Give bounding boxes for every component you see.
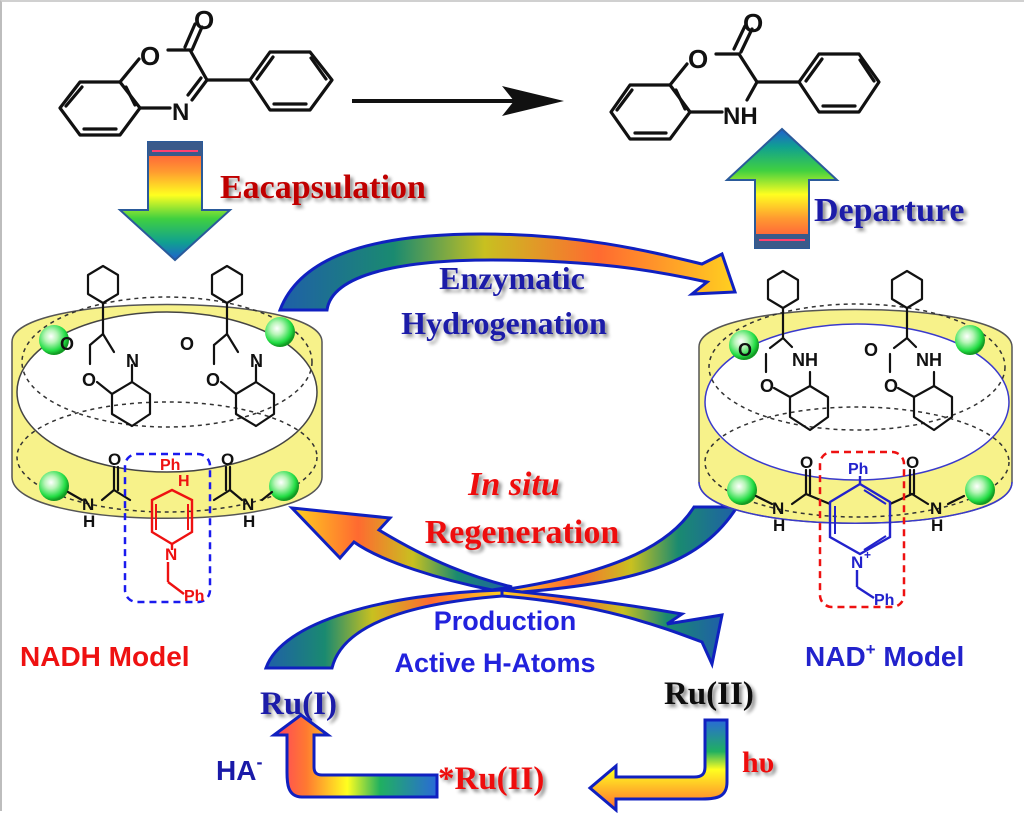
ru2-label: Ru(II) (664, 676, 754, 712)
nad-cage-guests: O O NH O O NH (738, 269, 954, 432)
encapsulation-label: Eacapsulation (220, 169, 426, 206)
encapsulation-arrow (117, 141, 233, 262)
insitu-label-line1: In situ (467, 466, 560, 503)
nad-model-suffix: Model (876, 641, 965, 672)
ru-oxidation-hook-arrow (269, 713, 439, 799)
atom-label: Ph (184, 588, 204, 605)
green-bead (269, 471, 299, 501)
atom-label: O (221, 450, 234, 469)
atom-label: O (743, 8, 763, 38)
nad-cofactor: O O N H N H Ph N + Ph (754, 450, 966, 609)
green-bead (965, 475, 995, 505)
atom-label: H (931, 516, 943, 535)
green-bead (265, 317, 295, 347)
atom-label: N (126, 351, 139, 371)
atom-label: O (194, 5, 214, 35)
atom-label: N (242, 495, 254, 514)
hv-label: hυ (742, 746, 774, 779)
ha-prefix: HA (216, 755, 256, 786)
ha-charge: - (256, 752, 262, 772)
atom-label: O (738, 340, 752, 360)
nad-model-prefix: NAD (805, 641, 866, 672)
atom-label: H (773, 516, 785, 535)
departure-arrow (724, 127, 840, 249)
atom-label: O (884, 376, 898, 396)
atom-label: NH (723, 103, 758, 130)
enzymatic-arc-arrow (277, 232, 738, 312)
insitu-label-line2: Regeneration (425, 514, 620, 551)
ru-excitation-hook-arrow (587, 718, 729, 813)
atom-label: N (772, 499, 784, 518)
departure-label: Departure (814, 192, 964, 229)
nadh-cofactor: O O N H N H Ph H N Ph (66, 450, 274, 605)
production-arrow-right (500, 588, 724, 669)
nadh-cage-guests: O O N O O N (60, 264, 276, 428)
nad-model-label: NAD+ Model (805, 640, 964, 672)
substrate-molecule: O O N (58, 5, 334, 137)
nadh-cage (11, 296, 323, 519)
production-label-line1: Production (434, 606, 577, 636)
atom-label: N (250, 351, 263, 371)
atom-label: N (82, 495, 94, 514)
green-bead (39, 471, 69, 501)
nadh-model-label: NADH Model (20, 641, 190, 672)
atom-label: Ph (874, 592, 894, 609)
atom-label: H (178, 473, 190, 490)
atom-label: NH (792, 350, 818, 370)
green-bead (39, 325, 69, 355)
atom-label: Ph (160, 457, 180, 474)
atom-label: O (82, 370, 96, 390)
atom-label: H (243, 512, 255, 531)
atom-label: O (180, 334, 194, 354)
reaction-arrow (352, 86, 564, 116)
product-molecule: O O NH (609, 8, 881, 141)
nad-model-charge: + (866, 640, 876, 659)
atom-label: O (60, 334, 74, 354)
atom-label: H (83, 512, 95, 531)
atom-label: N (165, 545, 177, 564)
atom-label: O (688, 44, 708, 74)
atom-label: O (140, 41, 160, 71)
ru2-excited-label: *Ru(II) (438, 761, 544, 797)
atom-label: N (930, 499, 942, 518)
atom-label: O (906, 453, 919, 472)
nad-cage (698, 303, 1013, 524)
enzymatic-label-line1: Enzymatic (439, 260, 585, 296)
atom-label: O (800, 453, 813, 472)
atom-label: NH (916, 350, 942, 370)
atom-label: O (206, 370, 220, 390)
atom-label: Ph (848, 461, 868, 478)
green-bead (729, 330, 759, 360)
atom-label: O (864, 340, 878, 360)
ha-label: HA- (216, 752, 262, 786)
production-label-line2: Active H-Atoms (394, 648, 595, 678)
atom-label: O (760, 376, 774, 396)
enzymatic-label-line2: Hydrogenation (401, 305, 607, 341)
green-bead (727, 475, 757, 505)
atom-label: N (172, 99, 189, 126)
atom-label: N (851, 553, 863, 572)
atom-label: O (108, 450, 121, 469)
atom-charge: + (864, 548, 871, 562)
green-bead (955, 325, 985, 355)
